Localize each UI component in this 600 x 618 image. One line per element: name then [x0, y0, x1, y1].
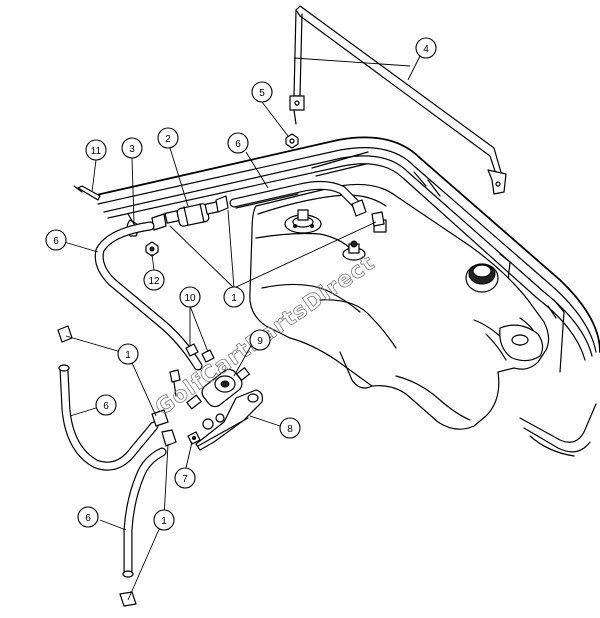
callout-6-loop: 6 — [95, 394, 117, 416]
leader-lines — [63, 55, 421, 601]
callout-6-top: 6 — [227, 132, 249, 154]
callout-1-bottom: 1 — [153, 509, 175, 531]
svg-text:1: 1 — [125, 350, 131, 361]
fuel-hose-loop — [58, 364, 159, 471]
svg-text:8: 8 — [287, 424, 293, 435]
vehicle-frame — [91, 136, 600, 457]
svg-text:5: 5 — [259, 88, 265, 99]
svg-text:6: 6 — [53, 236, 59, 247]
callout-4: 4 — [415, 37, 437, 59]
callout-3: 3 — [121, 137, 143, 159]
svg-text:6: 6 — [235, 139, 241, 150]
filter-mount-bracket — [73, 185, 159, 257]
hose-clamps-lower — [57, 325, 177, 607]
callout-1-upper: 1 — [223, 286, 245, 308]
fuel-hose-bottom — [122, 447, 167, 578]
svg-text:7: 7 — [182, 474, 188, 485]
svg-text:10: 10 — [184, 293, 196, 304]
callouts: 4 5 11 3 2 6 6 12 1 10 9 1 6 8 7 6 1 — [45, 37, 437, 531]
svg-text:6: 6 — [103, 401, 109, 412]
callout-12: 12 — [143, 269, 165, 291]
callout-10: 10 — [179, 286, 201, 308]
callout-6-left: 6 — [45, 229, 67, 251]
callout-6-bottom: 6 — [77, 506, 99, 528]
callout-1-left: 1 — [117, 343, 139, 365]
svg-text:2: 2 — [165, 134, 171, 145]
callout-9: 9 — [249, 329, 271, 351]
svg-text:4: 4 — [423, 44, 429, 55]
svg-text:1: 1 — [161, 516, 167, 527]
fuel-line-upper — [229, 180, 361, 209]
svg-text:11: 11 — [91, 146, 102, 157]
callout-2: 2 — [157, 127, 179, 149]
callout-11: 11 — [85, 139, 107, 161]
callout-8: 8 — [279, 417, 301, 439]
hose-clamps-upper — [151, 195, 385, 231]
fuel-hose-left — [94, 221, 203, 371]
tank-support-bracket — [289, 5, 507, 195]
svg-text:3: 3 — [129, 144, 135, 155]
svg-text:9: 9 — [257, 336, 263, 347]
lock-nut — [285, 133, 299, 149]
fuel-filter — [164, 201, 220, 227]
callout-5: 5 — [251, 81, 273, 103]
svg-text:12: 12 — [148, 276, 160, 287]
pump-mount-bolts — [169, 343, 215, 445]
svg-text:6: 6 — [85, 513, 91, 524]
callout-7: 7 — [174, 467, 196, 489]
svg-text:1: 1 — [231, 293, 237, 304]
fuel-pump — [186, 367, 263, 451]
